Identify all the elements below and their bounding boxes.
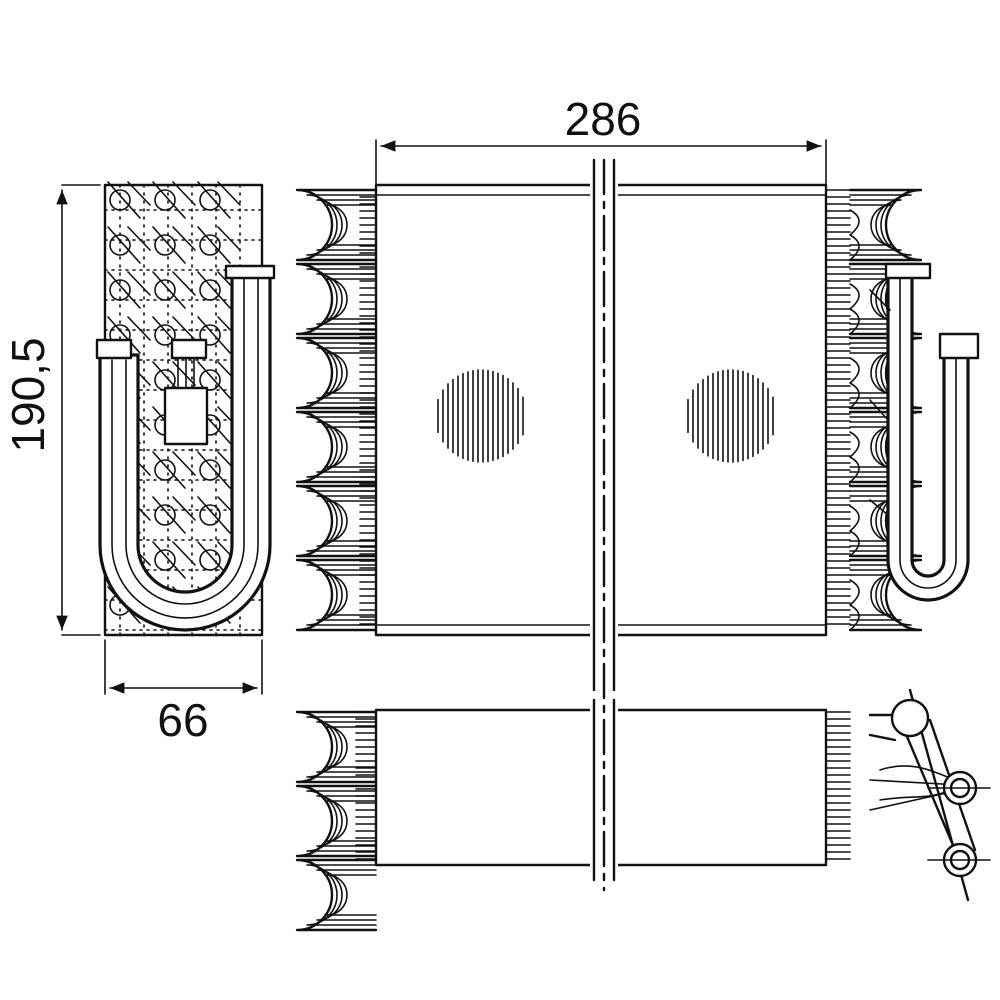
depth-dimension-label: 66 [157,694,208,746]
width-dimension-label: 286 [565,93,642,145]
height-dimension [56,184,101,636]
depth-dimension [104,639,263,695]
height-dimension-label: 190,5 [2,337,54,452]
fin-stack [825,189,851,625]
label-area-left [437,369,524,463]
tube-bends-left [295,188,378,632]
top-tube-bends-left [295,710,378,932]
width-dimension [375,139,827,186]
top-pipes [868,688,991,902]
u-pipe [98,268,272,632]
front-view [295,139,980,695]
top-view [295,688,991,932]
connection-pipes [869,262,980,602]
label-area-right [687,369,774,463]
side-view [56,181,276,695]
top-fin-stack [355,711,851,860]
pipe-fitting [95,264,276,446]
